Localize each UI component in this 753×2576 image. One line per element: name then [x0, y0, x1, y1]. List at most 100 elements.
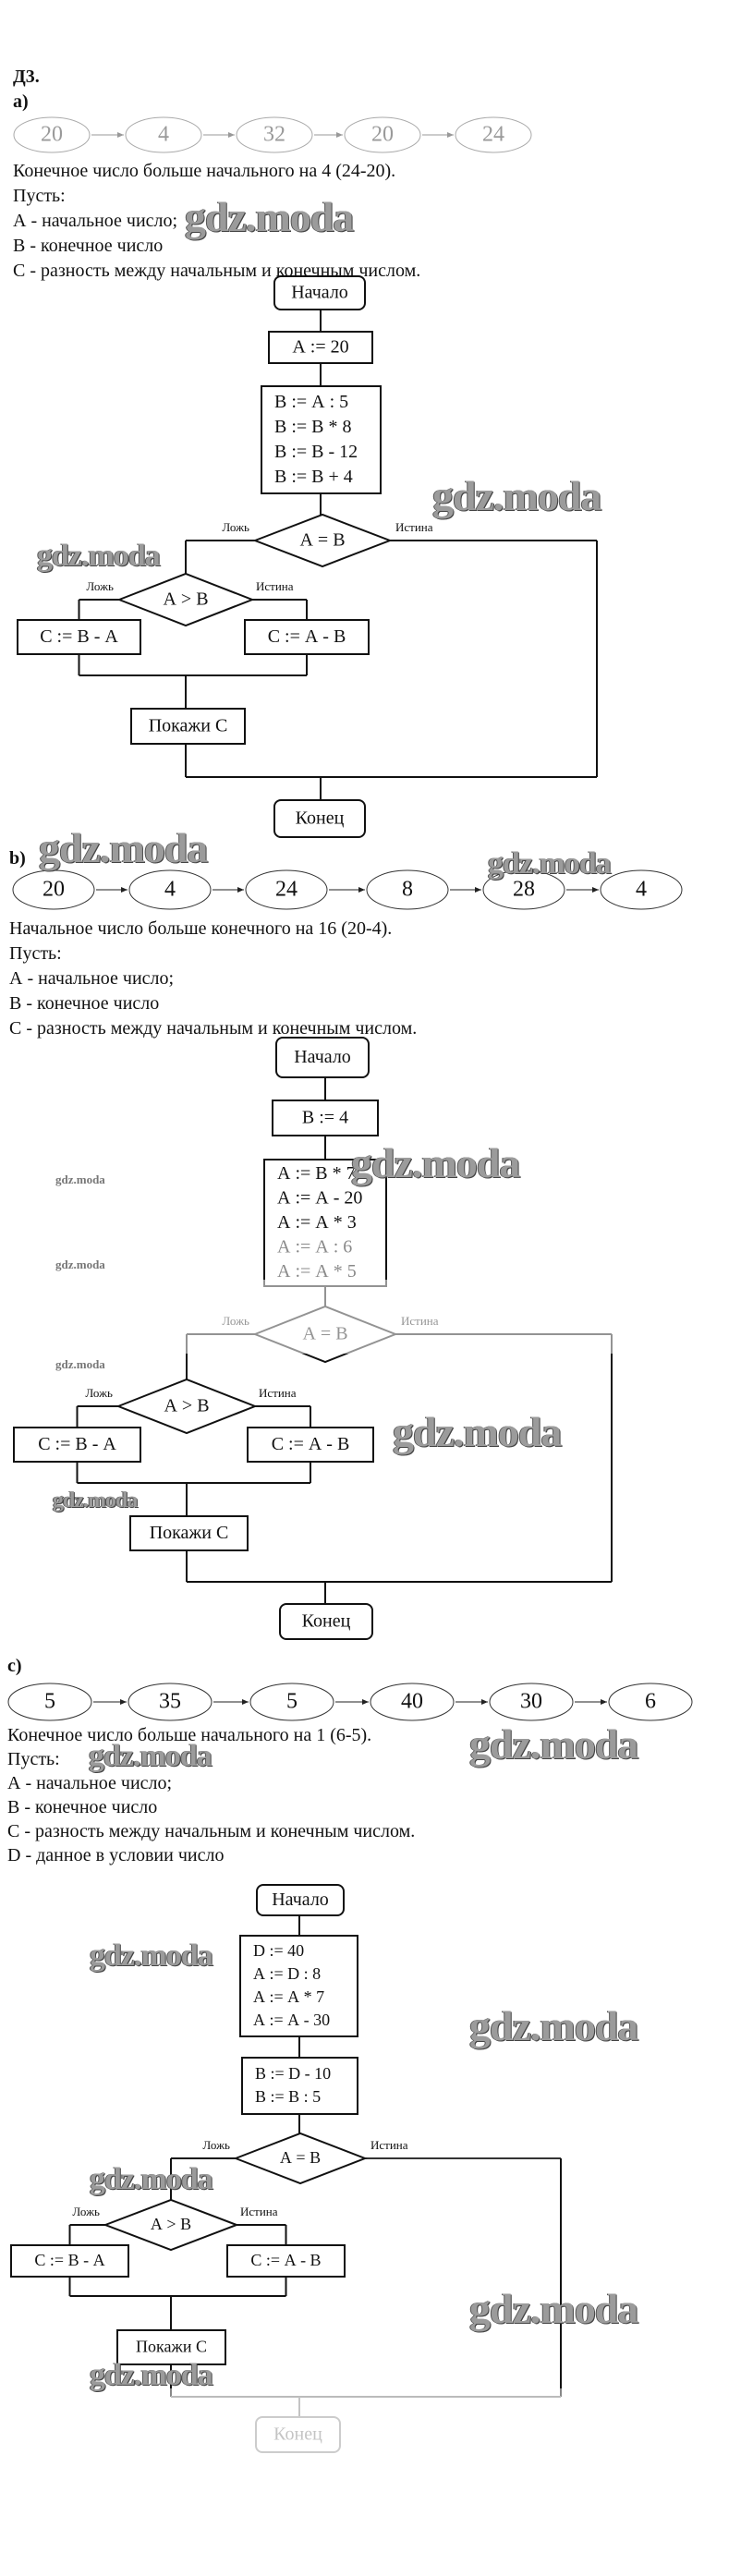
sequence-value: 4 [164, 878, 176, 902]
process-block [263, 1159, 387, 1287]
label-true: Истина [240, 2205, 278, 2218]
sequence-node [344, 116, 421, 153]
sequence-node [236, 116, 313, 153]
branch-true-box-line: С := А - В [272, 1434, 350, 1454]
section-c-label: c) [7, 1656, 22, 1676]
sequence-node [482, 869, 565, 910]
condition-inner [103, 2198, 239, 2252]
process-block-line: D := 40 [253, 1941, 304, 1960]
sequence-node [455, 116, 532, 153]
label-false: Ложь [86, 579, 114, 593]
sequence-node [128, 869, 212, 910]
sequence-value: 4 [636, 878, 647, 902]
label-true: Истина [370, 2138, 408, 2152]
branch-true-box [226, 2244, 346, 2278]
process-block [268, 331, 373, 364]
section-b-let-label: Пусть: [9, 943, 62, 964]
section-c-let-label: Пусть: [7, 1749, 60, 1769]
sequence-value: 24 [482, 123, 504, 147]
sequence-value: 30 [520, 1690, 542, 1714]
branch-true-box-line: С := А - В [250, 2251, 321, 2269]
process-block [241, 2057, 358, 2115]
sequence-value: 28 [513, 878, 535, 902]
process-block-line: В := В * 8 [274, 417, 352, 437]
section-a-definition: С - разность между начальным и конечным … [13, 261, 421, 281]
end-terminal-label: Конец [273, 2424, 322, 2445]
start-terminal-label: Начало [272, 1889, 329, 1910]
sequence-node [245, 869, 328, 910]
condition-outer-label: А = В [302, 1324, 347, 1344]
condition-outer-label: А = В [280, 2148, 321, 2167]
sequence-value: 5 [44, 1690, 55, 1714]
output-box-line: Покажи С [149, 716, 228, 736]
process-block-line: А := А - 30 [253, 2011, 330, 2029]
process-block-line: В := D - 10 [255, 2064, 331, 2083]
section-a-label: a) [13, 91, 29, 112]
section-c-definition: С - разность между начальным и конечным … [7, 1821, 416, 1841]
condition-inner [116, 572, 255, 627]
branch-false-box [17, 619, 141, 655]
process-block-line: А := А : 6 [277, 1237, 352, 1258]
branch-true-box-line: С := А - В [268, 626, 346, 647]
process-block-line: А := D : 8 [253, 1964, 321, 1983]
sequence-node [600, 869, 683, 910]
sequence-node [370, 1683, 455, 1721]
branch-false-box [13, 1427, 141, 1463]
section-a-definition: В - конечное число [13, 236, 164, 256]
label-true: Истина [256, 579, 294, 593]
section-b-definition: С - разность между начальным и конечным … [9, 1018, 418, 1039]
process-block-line: А := А * 7 [253, 1987, 324, 2006]
branch-false-box-line: С := В - А [34, 2251, 104, 2269]
output-box [116, 2329, 226, 2365]
process-block-line: В := В + 4 [274, 467, 353, 487]
section-c-definition: D - данное в условии число [7, 1845, 225, 1865]
sequence-node [125, 116, 202, 153]
end-terminal [273, 799, 366, 838]
process-block-line: В := А : 5 [274, 392, 348, 412]
section-a-let-label: Пусть: [13, 186, 66, 206]
sequence-node [249, 1683, 334, 1721]
end-terminal-label: Конец [296, 808, 345, 829]
label-false: Ложь [85, 1386, 113, 1400]
sequence-node [12, 869, 95, 910]
process-block-line: В := В - 12 [274, 442, 358, 462]
branch-true-box [247, 1427, 374, 1463]
section-a-statement: Конечное число больше начального на 4 (2… [13, 161, 396, 181]
process-block [239, 1935, 358, 2037]
condition-inner-label: А > В [151, 2215, 191, 2233]
process-block-line: В := В : 5 [255, 2087, 321, 2106]
condition-inner-label: А > В [164, 1396, 209, 1416]
sequence-value: 20 [43, 878, 65, 902]
process-block-line: А := А * 3 [277, 1212, 357, 1233]
sequence-node [128, 1683, 213, 1721]
label-true: Истина [259, 1386, 297, 1400]
process-block-line: А := А - 20 [277, 1188, 362, 1209]
process-block [261, 385, 382, 494]
process-block [272, 1100, 379, 1136]
branch-false-box-line: С := В - А [40, 626, 118, 647]
output-box-line: Покажи С [150, 1523, 229, 1543]
sequence-value: 8 [402, 878, 413, 902]
sequence-value: 40 [401, 1690, 423, 1714]
label-true: Истина [395, 520, 433, 534]
label-false: Ложь [222, 1314, 249, 1328]
condition-outer-label: А = В [299, 530, 345, 551]
end-terminal [279, 1603, 373, 1640]
start-terminal [275, 1037, 370, 1078]
sequence-value: 24 [275, 878, 298, 902]
condition-inner-label: А > В [163, 589, 208, 610]
sequence-node [608, 1683, 693, 1721]
sequence-value: 35 [159, 1690, 181, 1714]
start-terminal-label: Начало [294, 1047, 351, 1067]
label-true: Истина [401, 1314, 439, 1328]
branch-false-box [10, 2244, 129, 2278]
branch-false-box-line: С := В - А [38, 1434, 116, 1454]
sequence-node [13, 116, 91, 153]
sequence-node [366, 869, 449, 910]
section-b-definition: В - конечное число [9, 993, 160, 1014]
section-b-definition: А - начальное число; [9, 968, 175, 989]
sequence-value: 6 [645, 1690, 656, 1714]
output-box [129, 1515, 249, 1551]
sequence-node [489, 1683, 574, 1721]
